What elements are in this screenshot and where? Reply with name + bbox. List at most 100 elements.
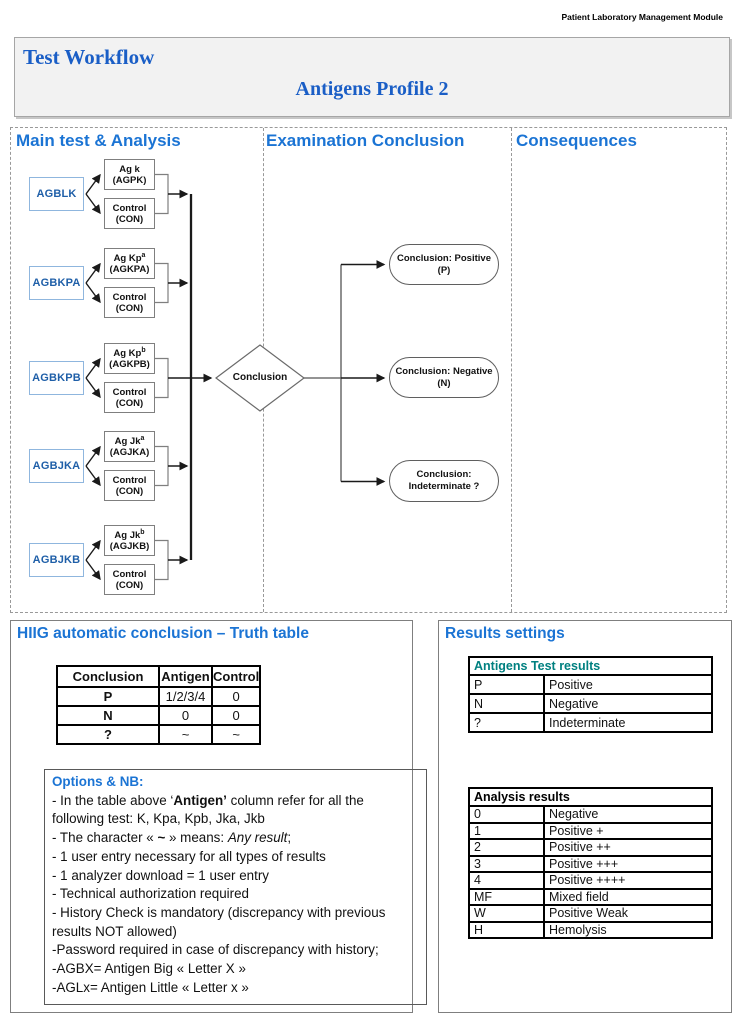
antigens-results-table: Antigens Test results P Positive N Negat… (468, 656, 713, 733)
options-note-box: Options & NB: - In the table above ‘Anti… (44, 769, 427, 1005)
analysis-results-table: Analysis results 0 Negative 1 Positive +… (467, 787, 714, 939)
options-line: -Password required in case of discrepanc… (52, 942, 379, 958)
control-node: Control (CON) (104, 470, 155, 501)
title-banner: Test Workflow Antigens Profile 2 (14, 37, 730, 117)
result-label: Positive ++++ (542, 871, 714, 890)
analysis-table-row: MF Mixed field (468, 887, 714, 906)
analysis-table-row: 3 Positive +++ (468, 854, 714, 873)
analysis-table-header: Analysis results (467, 787, 714, 807)
profile-node-agblk: AGBLK (29, 177, 84, 211)
control-node: Control (CON) (104, 198, 155, 229)
result-code: 0 (468, 805, 545, 824)
test-node-code: (AGKPB) (109, 358, 150, 370)
truth-col-header: Control (210, 665, 262, 688)
workflow-diagram: Main test & Analysis Examination Conclus… (10, 127, 727, 613)
test-node: Ag Jkb (AGJKB) (104, 525, 155, 556)
truth-table-row: ? ~ ~ (56, 724, 262, 745)
test-node: Ag k (AGPK) (104, 159, 155, 190)
truth-col-header: Antigen (158, 665, 213, 688)
result-code: 2 (468, 838, 545, 857)
control-node-name: Control (112, 568, 147, 580)
control-node-code: (CON) (115, 213, 144, 225)
truth-col-header: Conclusion (56, 665, 160, 688)
analysis-table-row: 0 Negative (468, 805, 714, 824)
result-label: Negative (542, 805, 714, 824)
truth-cell: ~ (158, 724, 213, 745)
test-node-code: (AGKPA) (109, 263, 150, 275)
analysis-table-row: W Positive Weak (468, 904, 714, 923)
truth-cell: 0 (210, 686, 262, 707)
control-node: Control (CON) (104, 382, 155, 413)
antigens-table-header: Antigens Test results (468, 656, 713, 676)
options-line: - 1 analyzer download = 1 user entry (52, 867, 269, 883)
antigens-table-row: ? Indeterminate (468, 712, 713, 733)
options-line: - 1 user entry necessary for all types o… (52, 848, 326, 864)
result-code: H (468, 920, 545, 939)
results-section-title: Results settings (445, 625, 565, 642)
result-label: Positive + (542, 821, 714, 840)
profile-node-agbjkb: AGBJKB (29, 543, 84, 577)
profile-node-agbkpa: AGBKPA (29, 266, 84, 300)
truth-cell: 0 (158, 705, 213, 726)
truth-cell: 1/2/3/4 (158, 686, 213, 707)
truth-table: Conclusion Antigen Control P 1/2/3/4 0 N… (56, 665, 262, 745)
result-label: Hemolysis (542, 920, 714, 939)
test-node-name: Ag k (119, 163, 140, 175)
result-code: 3 (468, 854, 545, 873)
profile-node-agbkpb: AGBKPB (29, 361, 84, 395)
result-code: W (468, 904, 545, 923)
control-node: Control (CON) (104, 564, 155, 595)
control-node-name: Control (112, 474, 147, 486)
profile-node-agbjka: AGBJKA (29, 449, 84, 483)
result-label: Indeterminate (543, 712, 713, 733)
test-node-code: (AGJKB) (109, 540, 150, 552)
truth-table-header-row: Conclusion Antigen Control (56, 665, 262, 688)
options-line: -AGBX= Antigen Big « Letter X » (52, 961, 246, 977)
outcome-line1: Conclusion: Positive (397, 252, 491, 264)
test-node-name: Ag Jkb (114, 528, 145, 541)
analysis-table-row: 2 Positive ++ (468, 838, 714, 857)
control-node-name: Control (112, 386, 147, 398)
column-header-main-test: Main test & Analysis (16, 131, 181, 150)
test-node: Ag Kpa (AGKPA) (104, 248, 155, 279)
test-node-code: (AGPK) (112, 174, 147, 186)
result-code: 4 (468, 871, 545, 890)
test-node-name: Ag Kpb (113, 346, 146, 359)
module-label: Patient Laboratory Management Module (561, 12, 723, 22)
truth-table-row: N 0 0 (56, 705, 262, 726)
antigens-table-row: N Negative (468, 693, 713, 714)
test-node: Ag Kpb (AGKPB) (104, 343, 155, 374)
truth-table-row: P 1/2/3/4 0 (56, 686, 262, 707)
test-node: Ag Jka (AGJKA) (104, 431, 155, 462)
truth-cell: N (56, 705, 160, 726)
page-title: Test Workflow (23, 45, 155, 69)
control-node-code: (CON) (115, 485, 144, 497)
result-label: Mixed field (542, 887, 714, 906)
outcome-node-indeterminate: Conclusion: Indeterminate ? (389, 460, 499, 502)
column-divider (511, 128, 512, 612)
options-line: -AGLx= Antigen Little « Letter x » (52, 979, 249, 995)
control-node-code: (CON) (115, 397, 144, 409)
column-header-consequences: Consequences (516, 131, 637, 150)
outcome-node-negative: Conclusion: Negative (N) (389, 357, 499, 398)
truth-table-section: HIIG automatic conclusion – Truth table … (10, 620, 427, 1013)
control-node-code: (CON) (115, 302, 144, 314)
result-code: P (468, 674, 545, 695)
control-node-name: Control (112, 291, 147, 303)
outcome-node-positive: Conclusion: Positive (P) (389, 244, 499, 285)
result-code: 1 (468, 821, 545, 840)
analysis-table-row: 1 Positive + (468, 821, 714, 840)
outcome-line2: (P) (437, 264, 451, 276)
antigens-table-header-row: Antigens Test results (468, 656, 713, 676)
analysis-table-row: 4 Positive ++++ (468, 871, 714, 890)
control-node-code: (CON) (115, 579, 144, 591)
result-label: Positive +++ (542, 854, 714, 873)
analysis-table-header-row: Analysis results (467, 787, 714, 807)
result-code: N (468, 693, 545, 714)
column-header-examination-conclusion: Examination Conclusion (266, 131, 465, 150)
options-line: - In the table above ‘Antigen’ column re… (52, 792, 364, 827)
results-settings-section: Results settings Antigens Test results P… (438, 620, 732, 1013)
truth-cell: 0 (210, 705, 262, 726)
truth-cell: ? (56, 724, 160, 745)
